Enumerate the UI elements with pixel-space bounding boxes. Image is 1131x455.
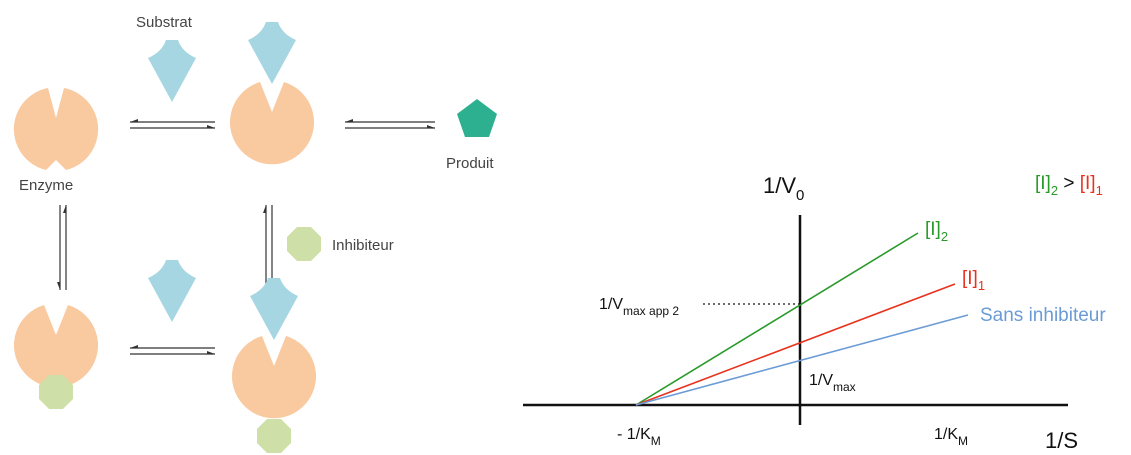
legend: [I]2 > [I]1 (1035, 173, 1103, 198)
vmax-app-label: 1/Vmax app 2 (599, 296, 679, 318)
enzyme-substrate-complex-icon (230, 22, 314, 165)
enzyme-label: Enzyme (19, 177, 73, 194)
series-line-i2 (635, 232, 919, 406)
enzyme-inhibitor-complex-icon (14, 305, 98, 409)
product-label: Produit (446, 155, 494, 172)
equilibrium-arrow-e-es (130, 119, 215, 129)
vmax-label: 1/Vmax (809, 372, 856, 394)
x-axis-label: 1/S (1045, 428, 1078, 453)
enzyme-substrate-inhibitor-complex-icon (232, 278, 316, 453)
inhibitor-icon (287, 227, 321, 261)
product-icon (457, 99, 497, 137)
series-line-i1 (635, 283, 956, 406)
equilibrium-arrow-ei-esi (130, 345, 215, 355)
series-label-i1: [I]1 (962, 268, 985, 293)
reaction-scheme: Substrat Enzyme (13, 14, 497, 453)
enzyme-icon (13, 88, 99, 170)
double-reciprocal-plot: 1/V0 1/S [I]2 [I]1 Sans inhibiteur 1/Vma… (523, 173, 1106, 453)
y-axis-label: 1/V0 (763, 173, 804, 204)
substrate-icon-2 (148, 260, 196, 322)
series-label-i2: [I]2 (925, 219, 948, 244)
neg-km-label: - 1/KM (617, 426, 661, 448)
equilibrium-arrow-e-ei (57, 205, 67, 290)
series-line-no-inhibitor (635, 314, 969, 406)
equilibrium-arrow-es-esi (263, 205, 273, 290)
series-label-no-inhibitor: Sans inhibiteur (980, 305, 1106, 326)
inhibitor-label: Inhibiteur (332, 237, 394, 254)
substrate-icon (148, 40, 196, 102)
substrate-label: Substrat (136, 14, 193, 31)
equilibrium-arrow-es-p (345, 119, 435, 129)
km-label: 1/KM (934, 426, 968, 448)
